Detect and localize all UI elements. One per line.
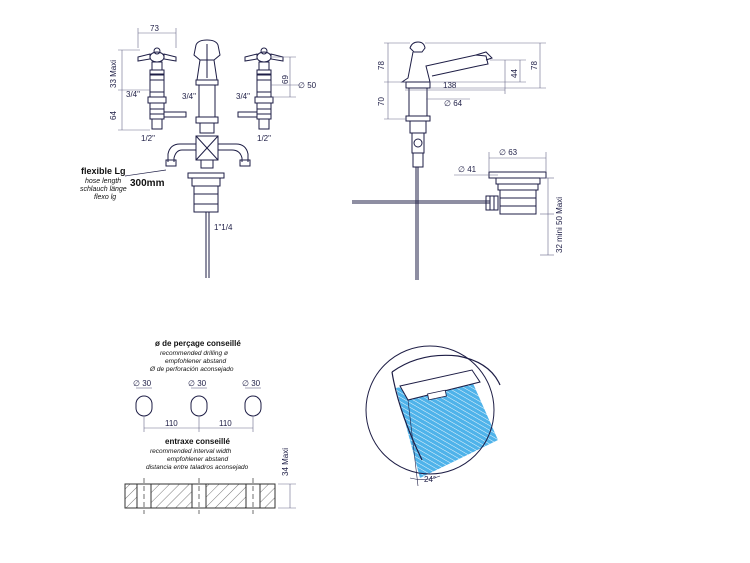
drilling-spacing-1: 110: [165, 419, 178, 428]
hose-label: flexible Lg: [81, 166, 126, 176]
side-view: [352, 41, 493, 280]
thread-left: 3/4": [126, 90, 140, 99]
thread-center: 3/4": [182, 92, 196, 101]
central-spout: [165, 39, 251, 278]
thread-right: 3/4": [236, 92, 250, 101]
drilling-de: empfohlener abstand: [165, 358, 226, 365]
interval-title: entraxe conseillé: [165, 437, 230, 446]
side-dim-base-diameter: ∅ 64: [444, 99, 463, 108]
conn-right: 1/2": [257, 134, 271, 143]
side-dim-reach: 138: [443, 81, 457, 90]
dim-diameter: ∅ 50: [298, 81, 317, 90]
hose-en: hose length: [85, 178, 121, 185]
hose-length: 300mm: [130, 178, 165, 189]
side-dim-upper: 78: [377, 61, 386, 70]
drilling-spacing-2: 110: [219, 419, 232, 428]
side-dimension-lines: [384, 42, 546, 120]
side-dim-outlet: 44: [510, 69, 519, 78]
dim-top-width: 73: [150, 24, 159, 33]
waste-dim-top-diameter: ∅ 63: [499, 148, 518, 157]
waste-dim-thickness: 32 mini 50 Maxi: [555, 197, 564, 253]
interval-en: recommended interval width: [150, 448, 232, 455]
drilling-en: recommended drilling ø: [160, 350, 228, 357]
left-handle: [137, 47, 187, 130]
interval-dim-thickness: 34 Maxi: [281, 448, 290, 476]
dim-spout-height: 69: [281, 75, 290, 84]
waste-dimension-lines: [454, 152, 554, 256]
interval-dimension-lines: [278, 483, 296, 509]
drilling-title: ø de perçage conseillé: [155, 339, 241, 348]
side-dim-lower: 70: [377, 97, 386, 106]
side-dim-total: 78: [530, 61, 539, 70]
drilling-hole-1: ∅ 30: [133, 379, 152, 388]
drilling-holes: [135, 395, 262, 417]
drilling-es: Ø de perforación aconsejado: [149, 366, 234, 373]
conn-left: 1/2": [141, 134, 155, 143]
drilling-hole-2: ∅ 30: [188, 379, 207, 388]
waste-view: [485, 171, 547, 215]
dim-handle-height: 33 Maxi: [109, 60, 118, 88]
dim-body-height: 64: [109, 111, 118, 120]
front-dimension-lines: [118, 28, 300, 131]
drilling-dimension-lines: [136, 387, 261, 432]
interval-de: empfohlener abstand: [167, 456, 228, 463]
hose-es: flexo lg: [94, 194, 116, 201]
drilling-hole-3: ∅ 30: [242, 379, 261, 388]
aerator-detail: [365, 345, 501, 487]
hose-de: schlauch länge: [80, 186, 127, 193]
interval-section: [124, 478, 276, 514]
front-view: [124, 39, 284, 278]
interval-es: distancia entre taladros aconsejado: [146, 464, 249, 471]
waste-dim-hole-diameter: ∅ 41: [458, 165, 477, 174]
drain-thread: 1"1/4: [214, 223, 233, 232]
right-handle: [237, 47, 284, 130]
aerator-angle: 24°: [424, 475, 436, 484]
